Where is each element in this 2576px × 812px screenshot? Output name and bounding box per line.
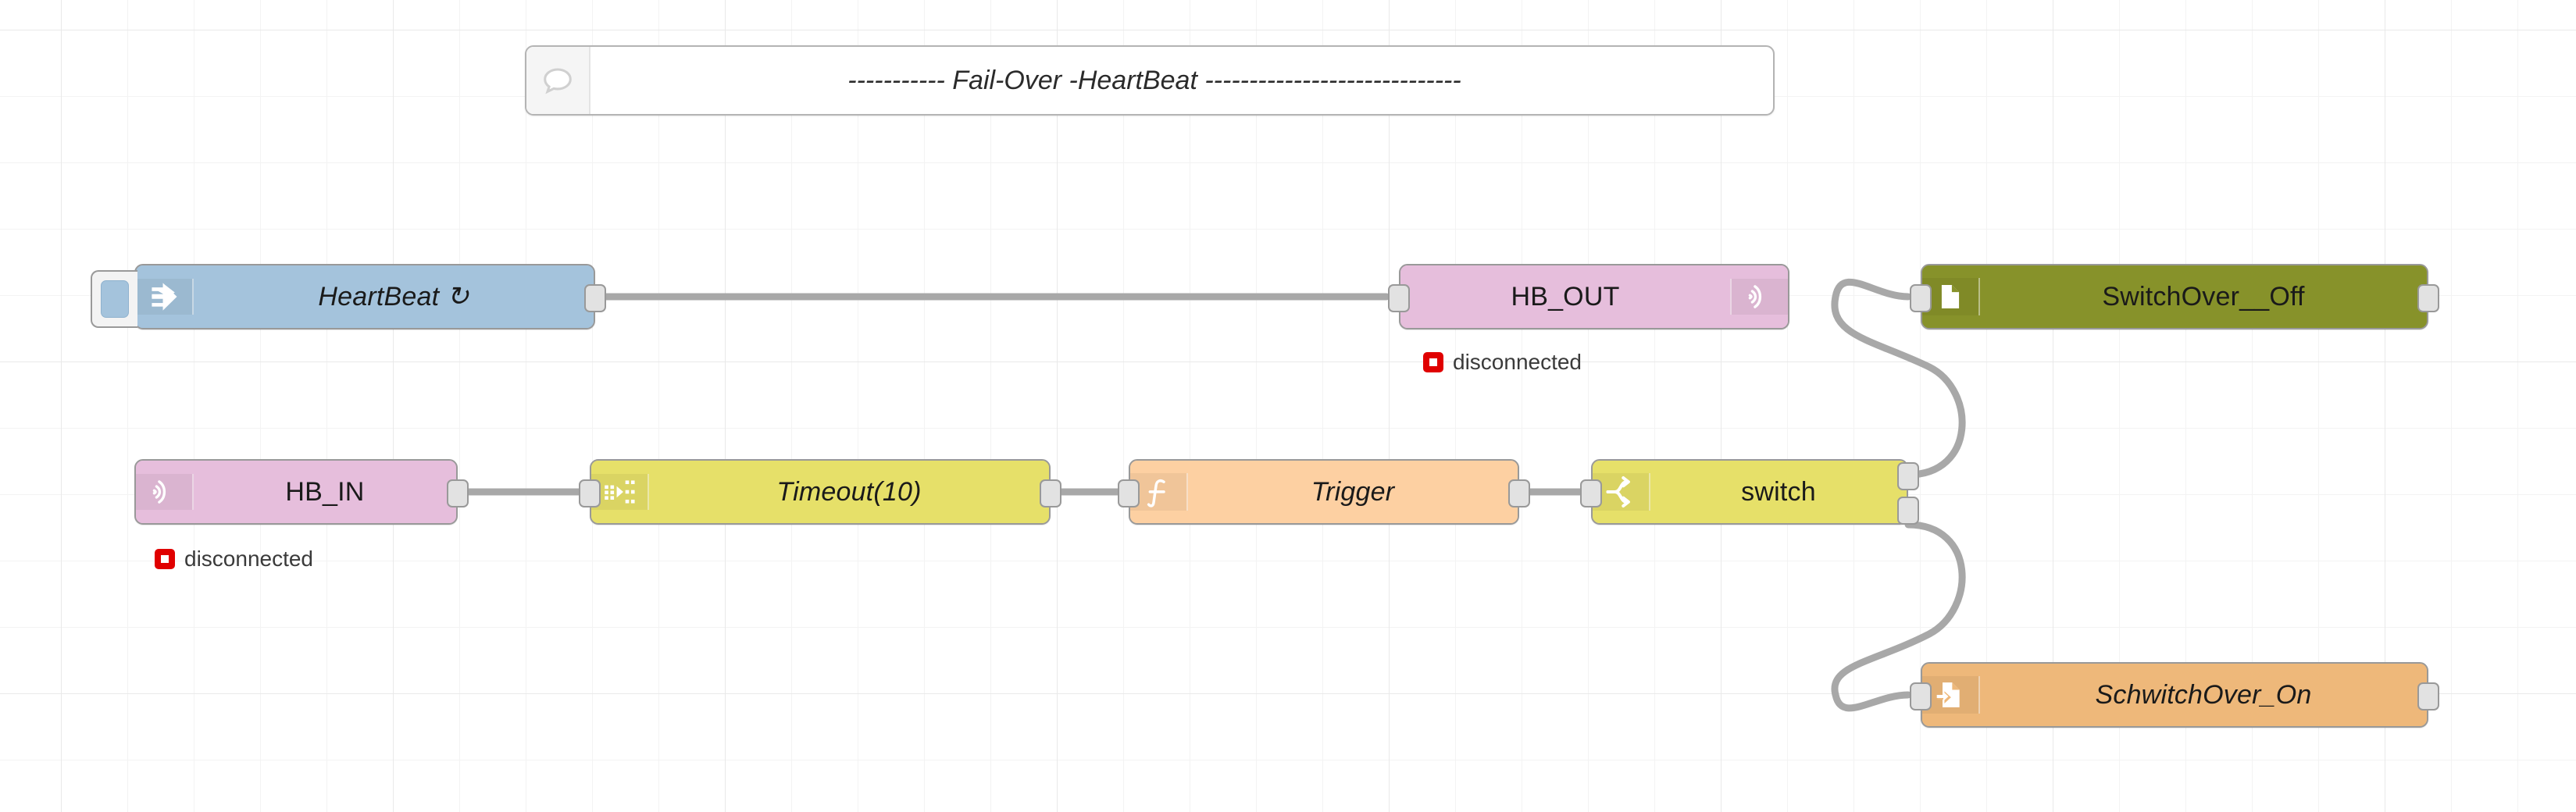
inject-knob — [101, 280, 129, 318]
file-arrow-icon — [1922, 676, 1980, 714]
node-schwitchover-on[interactable]: SchwitchOver_On — [1910, 662, 2439, 728]
status-indicator-red-icon — [1423, 352, 1443, 372]
node-trigger[interactable]: Trigger — [1118, 459, 1530, 525]
inject-arrow-icon — [136, 279, 194, 315]
input-port-trigger[interactable] — [1118, 479, 1140, 508]
node-label-hb-out: HB_OUT — [1511, 281, 1620, 312]
switch-branch-icon — [1593, 473, 1650, 511]
input-port-hb-out[interactable] — [1388, 284, 1410, 312]
node-timeout[interactable]: Timeout(10) — [579, 459, 1061, 525]
timer-dots-icon — [591, 474, 649, 510]
node-switchover-off[interactable]: SwitchOver__Off — [1910, 264, 2439, 329]
status-text-hb-out: disconnected — [1453, 350, 1582, 374]
output-port-switchover-off[interactable] — [2417, 284, 2439, 312]
comment-text: ----------- Fail-Over -HeartBeat -------… — [847, 65, 1461, 95]
function-f-icon — [1130, 473, 1188, 511]
node-label-switch: switch — [1741, 476, 1816, 507]
node-label-hb-in: HB_IN — [285, 476, 365, 507]
node-hb-in[interactable]: HB_IN — [134, 459, 469, 525]
node-heartbeat[interactable]: HeartBeat ↻ — [91, 264, 606, 329]
node-label-trigger: Trigger — [1311, 476, 1395, 507]
node-label-switchover-off: SwitchOver__Off — [2102, 281, 2305, 312]
status-hb-out: disconnected — [1423, 350, 1582, 375]
node-switch[interactable]: switch — [1580, 459, 1919, 525]
input-port-schwitchover-on[interactable] — [1910, 682, 1932, 710]
comment-icon — [526, 47, 590, 114]
node-label-schwitchover-on: SchwitchOver_On — [2095, 679, 2312, 710]
status-indicator-red-icon — [155, 549, 175, 569]
output-port-switch-0[interactable] — [1897, 462, 1919, 490]
inject-button[interactable] — [91, 270, 137, 328]
output-port-trigger[interactable] — [1508, 479, 1530, 508]
input-port-switch[interactable] — [1580, 479, 1602, 508]
status-text-hb-in: disconnected — [184, 547, 314, 571]
output-port-switch-1[interactable] — [1897, 497, 1919, 525]
node-label-timeout: Timeout(10) — [776, 476, 922, 507]
file-icon — [1922, 278, 1980, 315]
status-hb-in: disconnected — [155, 547, 313, 572]
output-port-timeout[interactable] — [1040, 479, 1061, 508]
output-port-schwitchover-on[interactable] — [2417, 682, 2439, 710]
output-port-hb-in[interactable] — [447, 479, 469, 508]
comment-node[interactable]: ----------- Fail-Over -HeartBeat -------… — [525, 45, 1775, 116]
node-label-heartbeat: HeartBeat ↻ — [318, 282, 469, 312]
mqtt-signal-icon — [1730, 279, 1788, 315]
node-hb-out[interactable]: HB_OUT — [1388, 264, 1789, 329]
input-port-switchover-off[interactable] — [1910, 284, 1932, 312]
mqtt-signal-icon — [136, 474, 194, 510]
output-port-heartbeat[interactable] — [584, 284, 606, 312]
input-port-timeout[interactable] — [579, 479, 601, 508]
